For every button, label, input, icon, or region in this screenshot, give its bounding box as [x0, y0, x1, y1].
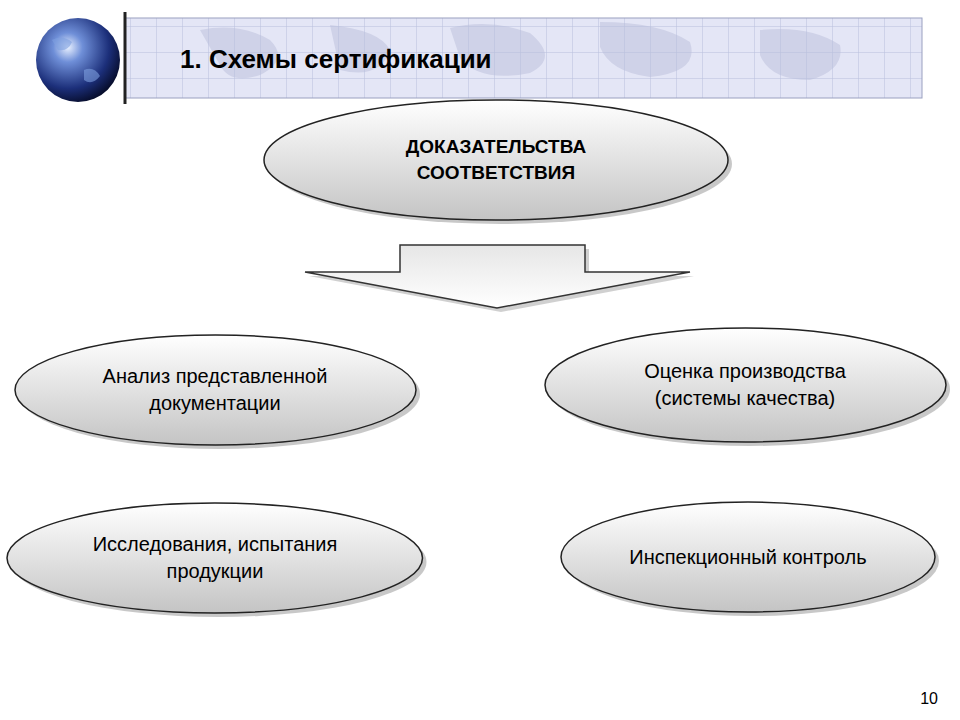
node-text: Анализ представленной документации: [85, 363, 345, 417]
ellipse-node: Исследования, испытания продукции: [4, 500, 426, 616]
slide-title: 1. Схемы сертификации: [180, 44, 492, 75]
node-text: Инспекционный контроль: [629, 544, 866, 571]
ellipse-node: Инспекционный контроль: [558, 499, 938, 615]
globe: [36, 18, 120, 102]
ellipse-outline: [261, 97, 731, 223]
ellipse-node: Оценка производства (системы качества): [542, 325, 949, 445]
ellipse-node: ДОКАЗАТЕЛЬСТВА СООТВЕТСТВИЯ: [261, 97, 731, 223]
block-arrow: [305, 245, 694, 312]
ellipse-node: Анализ представленной документации: [12, 332, 419, 448]
page-number: 10: [920, 690, 938, 708]
globe-land: [52, 37, 100, 82]
node-text: Исследования, испытания продукции: [80, 531, 350, 585]
node-text: Оценка производства (системы качества): [615, 358, 875, 412]
ellipse-outline: [542, 325, 949, 445]
ellipse-outline: [12, 332, 419, 448]
ellipse-outline: [4, 500, 426, 616]
node-text: ДОКАЗАТЕЛЬСТВА СООТВЕТСТВИЯ: [346, 134, 646, 185]
header-band: [125, 12, 922, 104]
